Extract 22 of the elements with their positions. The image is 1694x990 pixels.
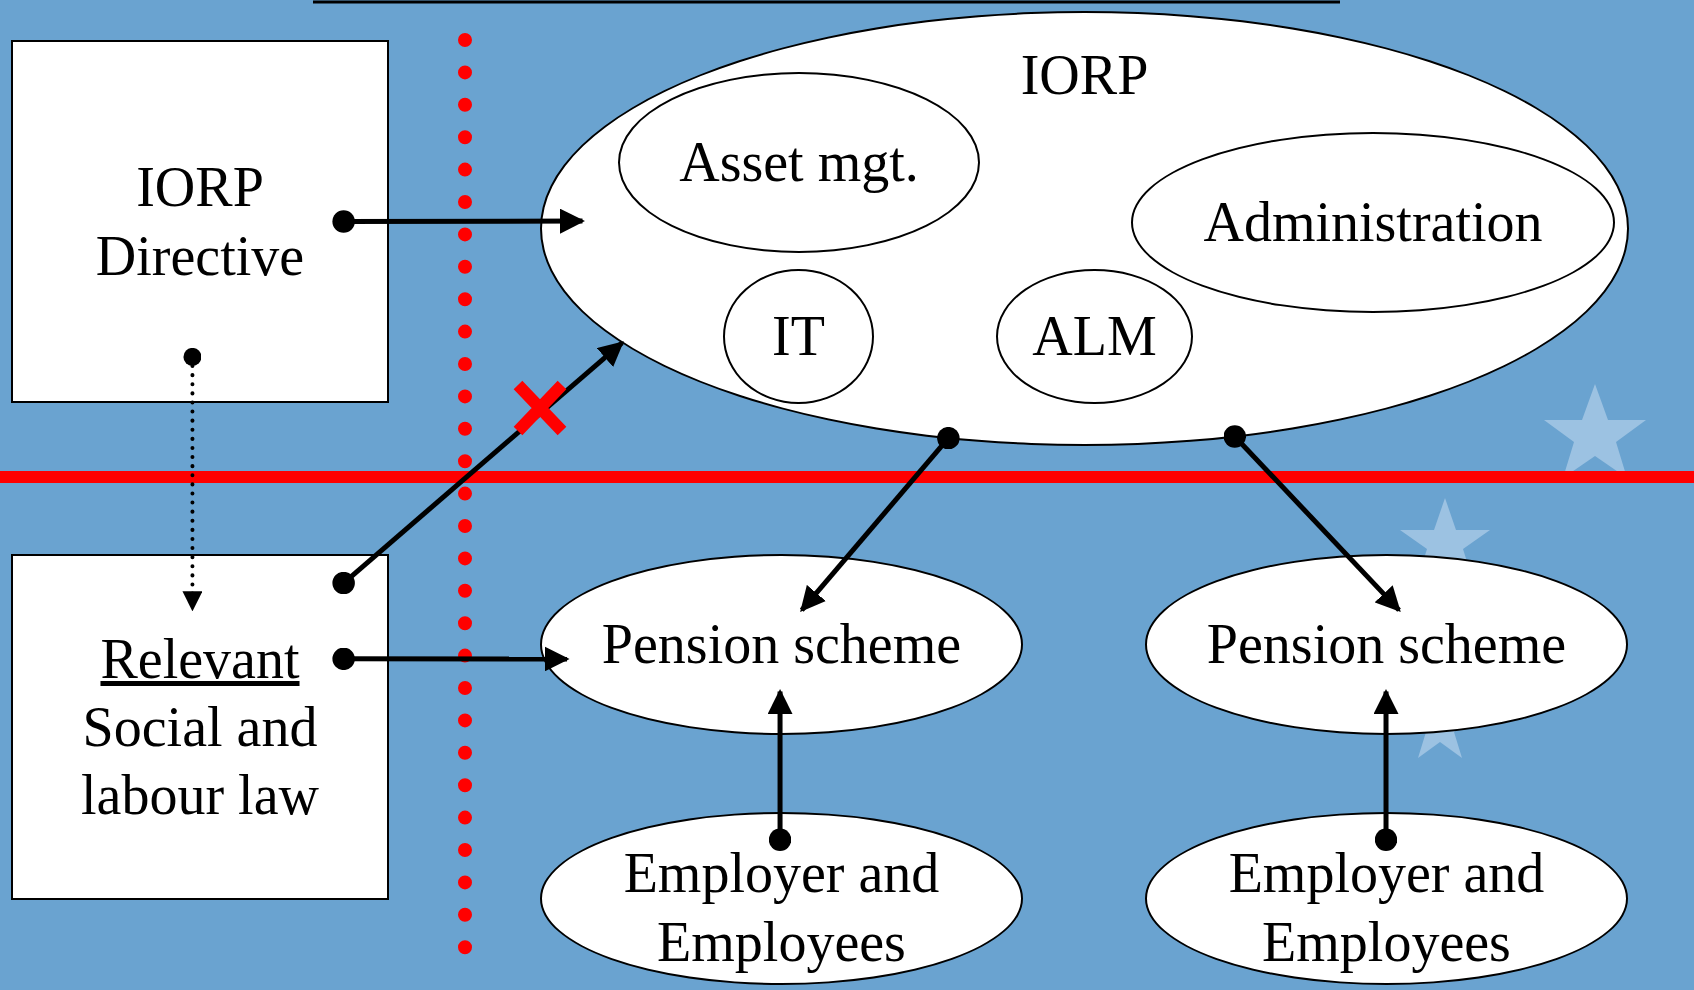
node-label: Pension scheme xyxy=(601,612,962,678)
node-label: ALM xyxy=(1032,304,1157,370)
arrow xyxy=(799,426,960,612)
node-label: IORP Directive xyxy=(94,155,306,289)
node-label: Employer and Employees xyxy=(622,841,941,975)
arrow xyxy=(332,646,570,672)
node-label: IORP xyxy=(1020,43,1149,108)
text-box xyxy=(11,554,389,900)
node-label: Social and labour law xyxy=(80,694,320,829)
arrow xyxy=(332,341,624,595)
arrow xyxy=(1373,689,1399,851)
node-label: Employer and Employees xyxy=(1227,841,1546,975)
node-label: Administration xyxy=(1203,190,1543,256)
heading-text: Relevant xyxy=(99,626,301,692)
arrow xyxy=(1223,425,1401,612)
text-box xyxy=(11,40,389,403)
node-label: Pension scheme xyxy=(1206,612,1567,678)
node-label: IT xyxy=(772,304,825,370)
arrow xyxy=(332,208,585,234)
arrow xyxy=(182,347,203,612)
arrow xyxy=(767,689,793,851)
node-label: Asset mgt. xyxy=(679,130,919,196)
